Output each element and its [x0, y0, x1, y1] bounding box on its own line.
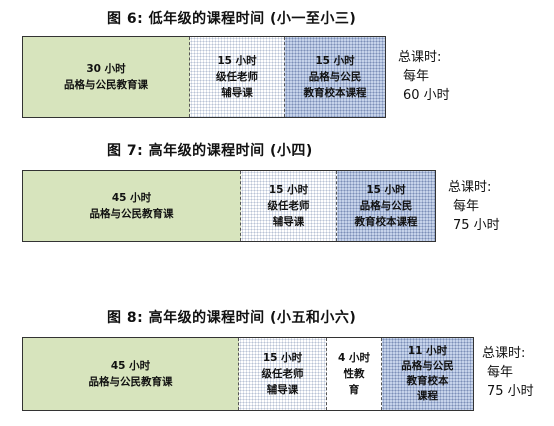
- segment-label: 级任老师: [216, 71, 258, 83]
- figure-6-segment-character-education: 30 小时 品格与公民教育课: [23, 37, 190, 117]
- figure-7-bar: 45 小时 品格与公民教育课 15 小时 级任老师 辅导课 15 小时 品格与公…: [22, 170, 436, 242]
- segment-label: 辅导课: [272, 216, 305, 228]
- segment-label: 教育校本课程: [303, 87, 367, 99]
- segment-hours: 15 小时: [315, 55, 355, 67]
- figure-8-total: 总课时: 每年 75 小时: [482, 344, 534, 401]
- figure-7-segment-school-based: 15 小时 品格与公民 教育校本课程: [337, 171, 435, 241]
- figure-8-bar: 45 小时 品格与公民教育课 15 小时 级任老师 辅导课 4 小时 性教 育 …: [22, 337, 474, 411]
- segment-label: 教育校本课程: [354, 216, 418, 228]
- figure-8-segment-sex-education: 4 小时 性教 育: [327, 338, 382, 410]
- total-hours: 60 小时: [403, 88, 450, 103]
- figure-6-segment-school-based: 15 小时 品格与公民 教育校本课程: [285, 37, 385, 117]
- segment-label: 课程: [417, 390, 438, 402]
- figure-6-title: 图 6: 低年级的课程时间 (小一至小三): [107, 11, 357, 27]
- segment-label: 级任老师: [261, 368, 304, 380]
- figure-7-segment-character-education: 45 小时 品格与公民教育课: [23, 171, 241, 241]
- segment-hours: 4 小时: [338, 352, 370, 364]
- segment-hours: 45 小时: [111, 192, 152, 204]
- figure-8-segment-character-education: 45 小时 品格与公民教育课: [23, 338, 239, 410]
- figure-7-total: 总课时: 每年 75 小时: [448, 178, 500, 235]
- segment-label: 品格与公民教育课: [88, 376, 173, 388]
- segment-label: 级任老师: [267, 200, 310, 212]
- figure-8-segment-school-based: 11 小时 品格与公民 教育校本 课程: [382, 338, 473, 410]
- figure-6-bar: 30 小时 品格与公民教育课 15 小时 级任老师 辅导课 15 小时 品格与公…: [22, 36, 386, 118]
- total-per: 每年: [487, 365, 514, 380]
- total-label: 总课时:: [448, 180, 492, 195]
- total-hours: 75 小时: [487, 384, 534, 399]
- segment-label: 品格与公民: [359, 200, 413, 212]
- segment-hours: 11 小时: [407, 345, 448, 357]
- figure-8-segment-class-teacher: 15 小时 级任老师 辅导课: [239, 338, 327, 410]
- figure-7-title: 图 7: 高年级的课程时间 (小四): [107, 143, 313, 159]
- segment-label: 性教: [343, 368, 365, 380]
- figure-6-segment-class-teacher: 15 小时 级任老师 辅导课: [190, 37, 285, 117]
- segment-label: 辅导课: [221, 87, 253, 99]
- figure-7-segment-class-teacher: 15 小时 级任老师 辅导课: [241, 171, 337, 241]
- segment-label: 辅导课: [266, 384, 299, 396]
- segment-label: 育: [348, 384, 360, 396]
- total-label: 总课时:: [482, 346, 526, 361]
- total-per: 每年: [453, 199, 480, 214]
- figure-6-total: 总课时: 每年 60 小时: [398, 48, 450, 105]
- segment-hours: 15 小时: [366, 184, 406, 196]
- segment-hours: 15 小时: [268, 184, 309, 196]
- segment-hours: 45 小时: [110, 360, 151, 372]
- segment-hours: 30 小时: [86, 63, 126, 75]
- segment-hours: 15 小时: [262, 352, 303, 364]
- segment-label: 教育校本: [406, 375, 449, 387]
- total-label: 总课时:: [398, 50, 442, 65]
- total-per: 每年: [403, 69, 430, 84]
- figure-8-title: 图 8: 高年级的课程时间 (小五和小六): [107, 310, 357, 326]
- segment-label: 品格与公民教育课: [89, 208, 174, 220]
- total-hours: 75 小时: [453, 218, 500, 233]
- segment-label: 品格与公民: [308, 71, 362, 83]
- segment-label: 品格与公民: [401, 360, 454, 372]
- segment-hours: 15 小时: [217, 55, 257, 67]
- segment-label: 品格与公民教育课: [64, 79, 148, 91]
